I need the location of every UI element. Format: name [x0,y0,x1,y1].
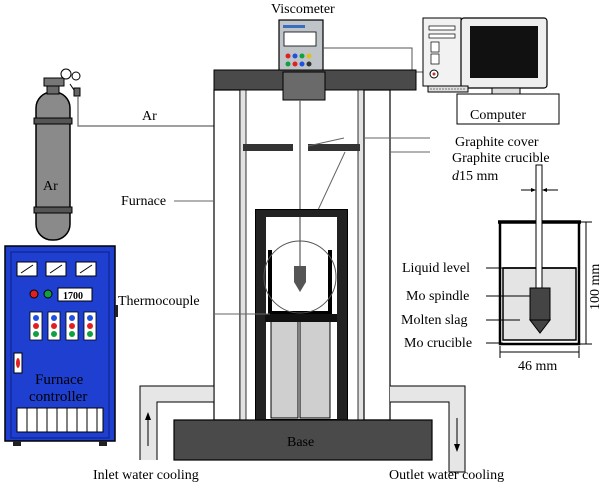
pressure-gauge-icon [71,71,81,81]
graphite-crucible-label: Graphite crucible [452,151,550,166]
viscometer-label: Viscometer [271,2,335,17]
furnace-label: Furnace [121,194,166,209]
detail-crucible [498,164,592,358]
pressure-gauge-icon [60,68,72,80]
controller-label-line2: controller [29,389,87,405]
computer-label: Computer [470,108,526,123]
graphite-cover-right [308,144,360,151]
d15-italic: d [452,169,460,184]
height-100-label: 100 mm [588,264,600,310]
furnace-chamber [255,209,348,421]
d15-label: d15 mm [452,169,498,184]
computer [422,17,560,125]
liquid-level-label: Liquid level [402,261,470,276]
width-46-label: 46 mm [518,359,557,374]
argon-tank-label: Ar [43,179,58,194]
controller-display-value: 1700 [63,291,83,302]
argon-gas-line [77,96,214,127]
d15-value: 15 mm [459,169,498,184]
base-label: Base [287,435,314,450]
inlet-water-label: Inlet water cooling [93,468,199,483]
inlet-pipe [139,385,215,460]
mo-spindle-label: Mo spindle [406,289,469,304]
graphite-cover-label: Graphite cover [455,135,539,150]
data-cable [323,47,428,73]
ar-line-label: Ar [142,109,157,124]
molten-slag-label: Molten slag [401,313,468,328]
controller-label-line1: Furnace [35,372,84,388]
argon-cylinder [33,68,81,241]
thermocouple-label: Thermocouple [118,294,200,309]
outlet-water-label: Outlet water cooling [389,468,504,483]
graphite-cover-left [243,144,293,151]
outlet-pipe [390,385,466,473]
viscometer [278,19,324,73]
base-block [173,419,433,461]
mo-crucible-label: Mo crucible [404,336,472,351]
furnace-controller [4,245,118,446]
furnace-frame [213,69,417,421]
